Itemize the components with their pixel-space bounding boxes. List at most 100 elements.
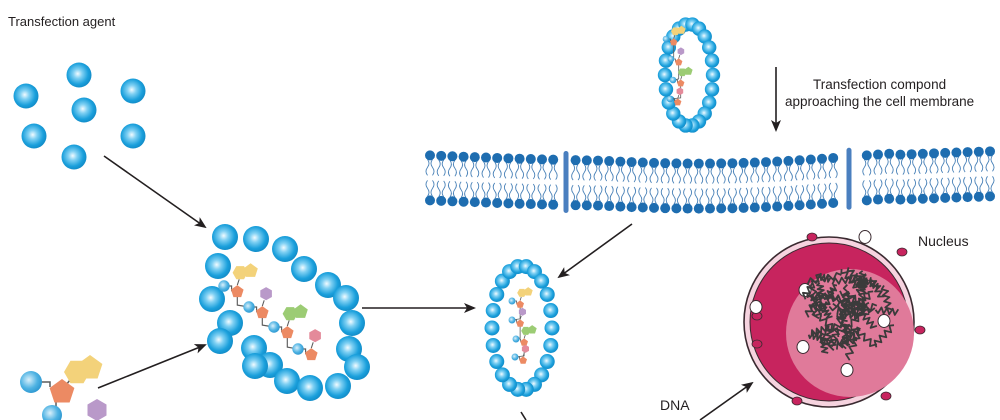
- agent-to-complex-arrow: [103, 155, 207, 229]
- lipid-head: [514, 153, 525, 164]
- lipid-tail: [990, 155, 995, 172]
- lipid-tail: [447, 181, 452, 198]
- lipid-head: [738, 157, 749, 168]
- lipid-head: [693, 158, 704, 169]
- lipid-tail: [727, 187, 732, 205]
- lipid-head: [772, 156, 783, 167]
- lipid-tail: [520, 183, 525, 200]
- transfection-agent-group: [13, 62, 146, 170]
- lipid-head: [705, 158, 715, 169]
- lipid-tail: [475, 160, 480, 178]
- base-link: [519, 296, 522, 301]
- lipid-head: [895, 149, 906, 160]
- base-pentagon: [243, 263, 258, 277]
- lipid-head: [425, 150, 435, 161]
- lipid-tail: [638, 187, 643, 204]
- lipid-tail: [833, 182, 838, 200]
- lipid-tail: [833, 161, 838, 179]
- lipid-head: [615, 156, 626, 167]
- lipid-tail: [425, 180, 430, 197]
- lipid-head: [962, 147, 973, 158]
- lipid-sphere: [13, 83, 39, 109]
- lipid-tail: [665, 166, 670, 184]
- lipid-sphere: [543, 303, 559, 319]
- lipid-tail: [660, 187, 665, 205]
- lipid-tail: [481, 161, 486, 178]
- lipid-head: [492, 152, 503, 163]
- lipid-sphere: [272, 236, 298, 262]
- lipid-head: [436, 150, 447, 161]
- lipid-head: [985, 191, 995, 202]
- lipid-tail: [716, 188, 721, 205]
- lipid-tail: [783, 185, 788, 203]
- lipid-head: [973, 146, 984, 157]
- lipid-tail: [654, 187, 659, 205]
- lipid-head: [481, 152, 491, 163]
- lipid-tail: [956, 177, 961, 194]
- lipid-head: [705, 203, 715, 214]
- lipid-tail: [676, 188, 681, 205]
- lipid-tail: [968, 155, 973, 173]
- approach-label-line1: Transfection compond: [813, 77, 947, 92]
- lipid-sphere: [666, 106, 681, 121]
- lipid-tail: [576, 163, 581, 181]
- lipid-sphere: [242, 353, 268, 379]
- lipid-tail: [822, 183, 827, 201]
- lipid-tail: [884, 178, 889, 195]
- base-link: [261, 300, 265, 307]
- lipid-tail: [974, 155, 979, 172]
- lipid-tail: [907, 178, 912, 196]
- lipid-tail: [441, 180, 446, 198]
- lipid-tail: [710, 167, 715, 184]
- lipid-tail: [951, 156, 956, 173]
- lipid-sphere: [489, 286, 505, 302]
- lipid-tail: [531, 162, 536, 180]
- lipid-tail: [615, 186, 620, 203]
- lipid-tail: [632, 165, 637, 183]
- lipid-sphere: [539, 354, 555, 370]
- base-link: [522, 352, 525, 357]
- lipid-tail: [643, 187, 648, 204]
- base-link: [236, 279, 240, 286]
- lipid-tail: [464, 181, 469, 198]
- lipid-tail: [609, 164, 614, 182]
- lipid-tail: [979, 155, 984, 172]
- lipid-head: [906, 194, 917, 205]
- base-pentagon: [77, 355, 103, 379]
- nuclear-pore: [806, 232, 818, 242]
- lipid-tail: [744, 187, 749, 205]
- base-link: [523, 334, 526, 339]
- lipid-tail: [918, 178, 923, 196]
- lipid-tail: [761, 186, 766, 204]
- phosphate-ball: [243, 301, 255, 313]
- lipid-head: [761, 202, 771, 213]
- lipid-tail: [430, 159, 435, 176]
- lipid-tail: [497, 161, 502, 179]
- lipid-tail: [705, 167, 710, 184]
- lipid-tail: [895, 179, 900, 196]
- lipid-tail: [452, 160, 457, 177]
- lipid-sphere: [704, 53, 720, 68]
- lipid-tail: [716, 167, 721, 184]
- lipid-tail: [873, 158, 878, 175]
- lipid-tail: [963, 155, 968, 173]
- lipid-tail: [822, 162, 827, 180]
- lipid-tail: [425, 159, 430, 176]
- phosphate-ball: [666, 95, 674, 103]
- lipid-head: [447, 151, 458, 162]
- lipid-tail: [900, 179, 905, 196]
- lipid-tail: [508, 162, 513, 179]
- lipid-tail: [582, 164, 587, 181]
- lipid-head: [794, 155, 805, 166]
- lipid-tail: [683, 167, 688, 184]
- phosphate-ball: [42, 405, 62, 420]
- lipid-head: [973, 191, 984, 202]
- lipid-sphere: [199, 286, 225, 312]
- lipid-head: [917, 193, 928, 204]
- lipid-tail: [537, 184, 542, 201]
- lipid-tail: [806, 184, 811, 201]
- lipid-tail: [862, 180, 867, 197]
- lipid-tail: [486, 161, 491, 178]
- lipid-tail: [739, 166, 744, 184]
